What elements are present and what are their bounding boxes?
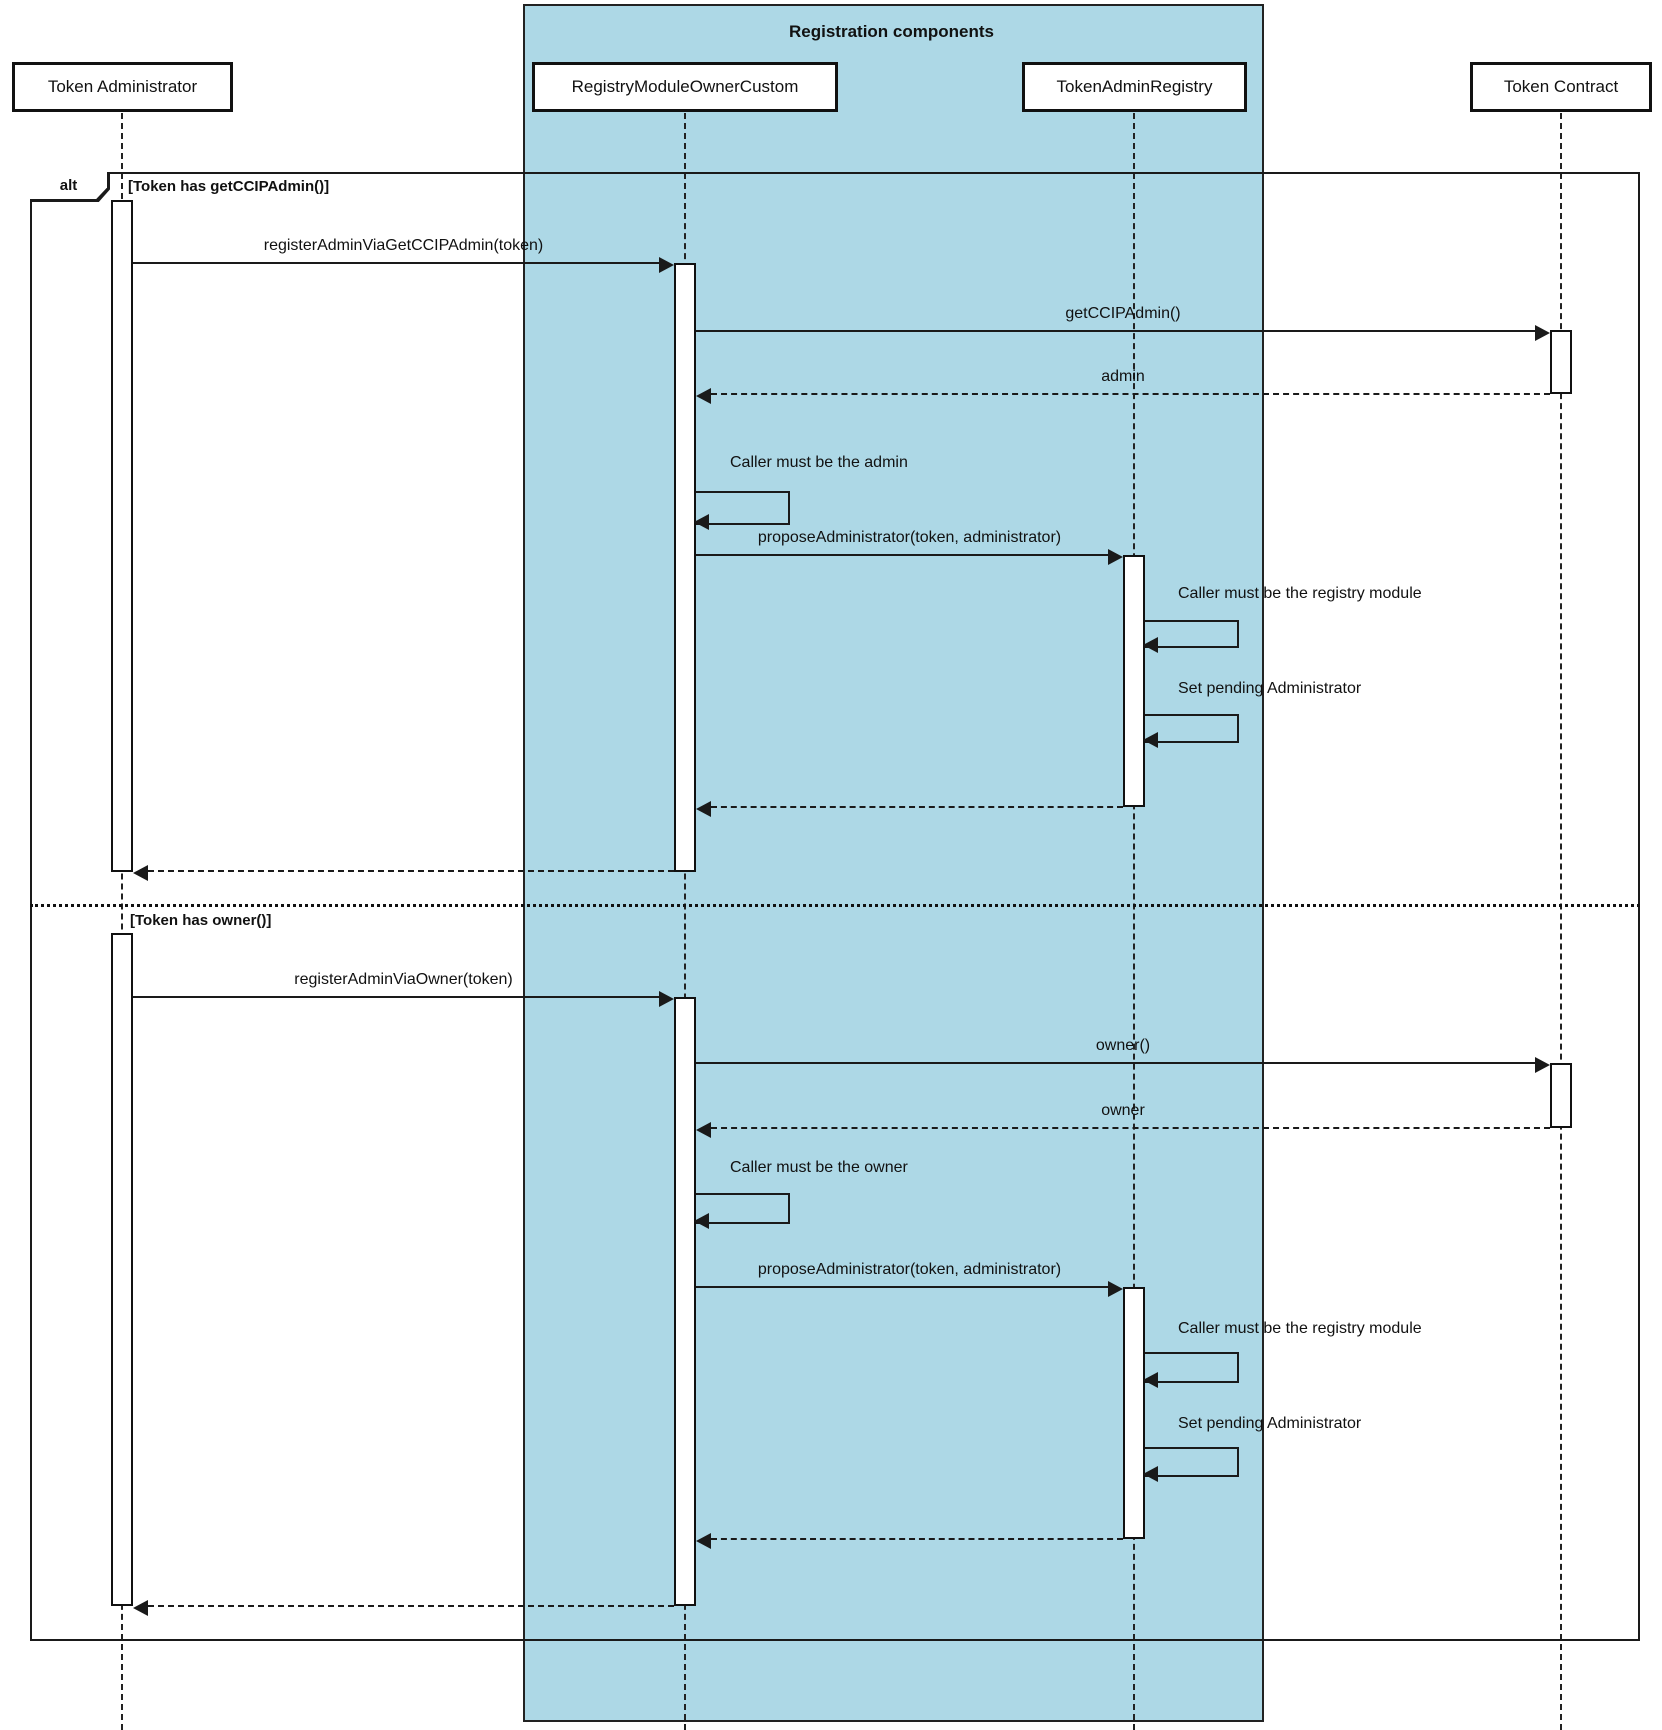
participant-token-administrator: Token Administrator: [12, 62, 233, 112]
self-message-caller-must-be-owner: [694, 1193, 790, 1229]
message-owner-call: [696, 1057, 1550, 1073]
activation-token-admin-registry-2: [1123, 1287, 1145, 1539]
activation-token-administrator-1: [111, 200, 133, 872]
label-register-via-owner: registerAdminViaOwner(token): [294, 971, 513, 988]
activation-token-admin-registry-1: [1123, 555, 1145, 807]
message-register-via-owner: [133, 991, 674, 1007]
guard-owner: [Token has owner()]: [130, 912, 272, 929]
return-module-to-administrator-2: [133, 1600, 674, 1616]
return-module-to-administrator-1: [133, 865, 674, 881]
participant-registry-module-owner-custom: RegistryModuleOwnerCustom: [532, 62, 838, 112]
message-propose-administrator-2: [696, 1281, 1123, 1297]
label-set-pending-administrator-1: Set pending Administrator: [1178, 680, 1362, 697]
lifeline-token-contract: [1560, 113, 1562, 1730]
label-caller-must-be-owner: Caller must be the owner: [730, 1159, 908, 1176]
label-propose-administrator-2: proposeAdministrator(token, administrato…: [757, 1261, 1062, 1278]
label-caller-must-be-admin: Caller must be the admin: [730, 454, 908, 471]
participant-token-admin-registry: TokenAdminRegistry: [1022, 62, 1247, 112]
self-message-set-pending-administrator-1: [1143, 714, 1239, 748]
activation-token-contract-2: [1550, 1063, 1572, 1128]
self-message-caller-must-be-admin: [694, 491, 790, 530]
message-admin-return: [696, 388, 1550, 404]
participant-token-contract: Token Contract: [1470, 62, 1652, 112]
return-registry-to-module-2: [696, 1533, 1123, 1549]
activation-registry-module-1: [674, 263, 696, 872]
label-register-via-getccipadmin: registerAdminViaGetCCIPAdmin(token): [263, 237, 544, 254]
self-message-set-pending-administrator-2: [1143, 1447, 1239, 1482]
label-set-pending-administrator-2: Set pending Administrator: [1178, 1415, 1362, 1432]
lifeline-registry-module-owner-custom: [684, 113, 686, 1730]
label-owner-return: owner: [1101, 1102, 1145, 1119]
message-propose-administrator-1: [696, 549, 1123, 565]
label-propose-administrator-1: proposeAdministrator(token, administrato…: [757, 529, 1062, 546]
alt-operator-label: alt: [30, 172, 107, 199]
return-registry-to-module-1: [696, 801, 1123, 817]
group-title: Registration components: [789, 22, 994, 41]
message-owner-return: [696, 1122, 1550, 1138]
self-message-caller-must-be-registry-1: [1143, 620, 1239, 653]
alt-operator-tab: alt: [30, 172, 110, 202]
lifeline-token-admin-registry: [1133, 113, 1135, 1730]
label-caller-must-be-registry-1: Caller must be the registry module: [1178, 585, 1422, 602]
label-owner-call: owner(): [1095, 1037, 1151, 1054]
message-register-via-getccipadmin: [133, 257, 674, 273]
label-caller-must-be-registry-2: Caller must be the registry module: [1178, 1320, 1422, 1337]
self-message-caller-must-be-registry-2: [1143, 1352, 1239, 1388]
activation-registry-module-2: [674, 997, 696, 1606]
label-admin-return: admin: [1101, 368, 1145, 385]
activation-token-administrator-2: [111, 933, 133, 1606]
alt-divider: [30, 904, 1640, 907]
activation-token-contract-1: [1550, 330, 1572, 394]
message-getccipadmin-call: [696, 325, 1550, 341]
lifeline-token-administrator: [121, 113, 123, 1730]
label-getccipadmin-call: getCCIPAdmin(): [1065, 305, 1181, 322]
guard-getccipadmin: [Token has getCCIPAdmin()]: [128, 178, 330, 195]
